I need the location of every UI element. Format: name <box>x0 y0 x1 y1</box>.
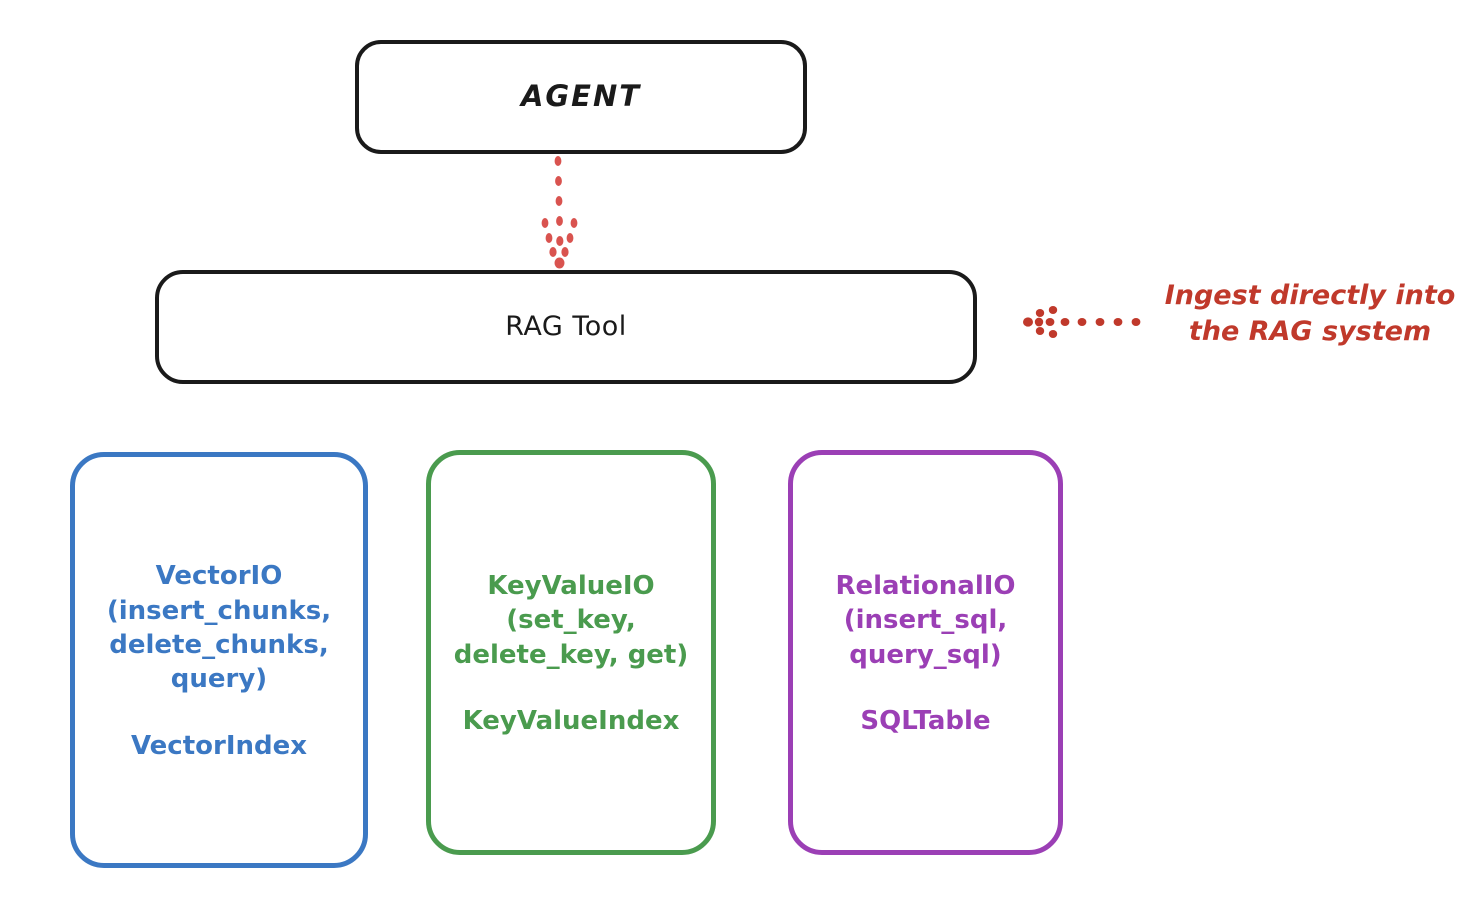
node-vectorio-sublabel: VectorIndex <box>130 730 308 761</box>
node-keyvalueio-sublabel: KeyValueIndex <box>462 705 680 736</box>
node-vectorio[interactable]: VectorIO (insert_chunks, delete_chunks, … <box>70 452 368 868</box>
node-rag-tool[interactable]: RAG Tool <box>155 270 977 384</box>
node-keyvalueio-label: KeyValueIO (set_key, delete_key, get) <box>453 571 689 670</box>
arrow-agent-to-rag-tool <box>541 156 578 269</box>
annotation-ingest-directly: Ingest directly into the RAG system <box>1164 280 1456 347</box>
node-rag-tool-label: RAG Tool <box>505 310 627 342</box>
node-vectorio-label: VectorIO (insert_chunks, delete_chunks, … <box>106 561 332 695</box>
node-relationalio-sublabel: SQLTable <box>860 705 991 736</box>
node-relationalio-label: RelationalIO (insert_sql, query_sql) <box>835 571 1016 670</box>
node-keyvalueio[interactable]: KeyValueIO (set_key, delete_key, get) Ke… <box>426 450 716 855</box>
node-agent-label: AGENT <box>520 79 642 114</box>
node-relationalio[interactable]: RelationalIO (insert_sql, query_sql) SQL… <box>788 450 1063 855</box>
arrow-ingest-into-rag <box>1023 306 1141 338</box>
node-agent[interactable]: AGENT <box>355 40 807 154</box>
